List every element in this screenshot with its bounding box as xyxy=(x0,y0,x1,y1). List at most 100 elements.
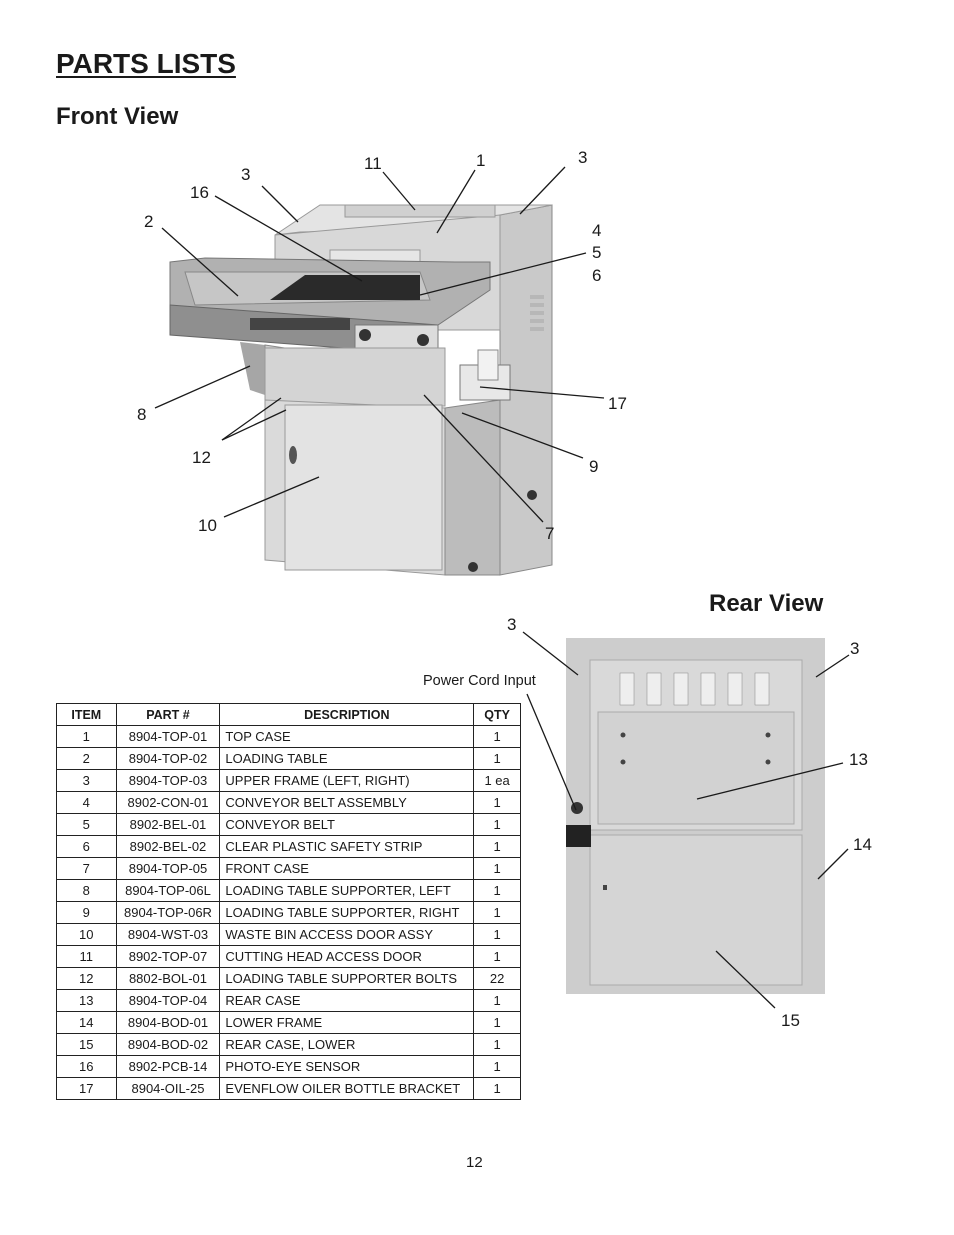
table-header-row: ITEM PART # DESCRIPTION QTY xyxy=(56,703,521,726)
rear-callout-3-left: 3 xyxy=(507,615,517,634)
cell-qty: 1 xyxy=(473,879,521,902)
cell-qty: 1 xyxy=(473,725,521,748)
cell-part-number: 8904-TOP-02 xyxy=(115,747,221,770)
cell-part-number: 8904-WST-03 xyxy=(115,923,221,946)
rear-view-heading: Rear View xyxy=(709,590,824,617)
cell-qty: 1 xyxy=(473,813,521,836)
cell-part-number: 8904-TOP-03 xyxy=(115,769,221,792)
cell-qty: 1 xyxy=(473,791,521,814)
cell-description: LOADING TABLE xyxy=(219,747,475,770)
cell-description: CONVEYOR BELT xyxy=(219,813,475,836)
cell-qty: 1 xyxy=(473,747,521,770)
callout-6: 6 xyxy=(592,266,602,285)
cell-part-number: 8802-BOL-01 xyxy=(115,967,221,990)
cell-description: CUTTING HEAD ACCESS DOOR xyxy=(219,945,475,968)
callout-2: 2 xyxy=(144,212,154,231)
callout-5: 5 xyxy=(592,243,602,262)
cell-item: 9 xyxy=(56,901,117,924)
cell-qty: 1 xyxy=(473,945,521,968)
callout-4: 4 xyxy=(592,221,602,240)
callout-10: 10 xyxy=(198,516,217,535)
cell-part-number: 8904-TOP-06L xyxy=(115,879,221,902)
cell-item: 8 xyxy=(56,879,117,902)
cell-qty: 1 xyxy=(473,923,521,946)
cell-item: 17 xyxy=(56,1077,117,1100)
cell-item: 6 xyxy=(56,835,117,858)
rear-callout-3-right: 3 xyxy=(850,639,860,658)
cell-qty: 1 xyxy=(473,1011,521,1034)
rear-callout-14: 14 xyxy=(853,835,872,854)
cell-item: 7 xyxy=(56,857,117,880)
cell-part-number: 8902-CON-01 xyxy=(115,791,221,814)
cell-qty: 1 xyxy=(473,1077,521,1100)
cell-part-number: 8904-TOP-01 xyxy=(115,725,221,748)
cell-item: 3 xyxy=(56,769,117,792)
cell-description: REAR CASE, LOWER xyxy=(219,1033,475,1056)
cell-description: FRONT CASE xyxy=(219,857,475,880)
cell-description: LOADING TABLE SUPPORTER BOLTS xyxy=(219,967,475,990)
cell-part-number: 8902-BEL-01 xyxy=(115,813,221,836)
cell-part-number: 8904-BOD-02 xyxy=(115,1033,221,1056)
page-title: PARTS LISTS xyxy=(56,48,236,79)
power-cord-label: Power Cord Input xyxy=(423,673,536,689)
front-view-heading: Front View xyxy=(56,103,179,130)
cell-description: LOWER FRAME xyxy=(219,1011,475,1034)
page-number: 12 xyxy=(466,1154,483,1171)
callout-12: 12 xyxy=(192,448,211,467)
cell-description: WASTE BIN ACCESS DOOR ASSY xyxy=(219,923,475,946)
cell-description: UPPER FRAME (LEFT, RIGHT) xyxy=(219,769,475,792)
cell-description: REAR CASE xyxy=(219,989,475,1012)
header-item: ITEM xyxy=(56,703,117,726)
header-qty: QTY xyxy=(473,703,521,726)
header-part-number: PART # xyxy=(115,703,221,726)
cell-description: PHOTO-EYE SENSOR xyxy=(219,1055,475,1078)
rear-callout-15: 15 xyxy=(781,1011,800,1030)
cell-qty: 1 ea xyxy=(473,769,521,792)
callout-7: 7 xyxy=(545,524,555,543)
callout-8: 8 xyxy=(137,405,147,424)
cell-description: CLEAR PLASTIC SAFETY STRIP xyxy=(219,835,475,858)
cell-part-number: 8904-OIL-25 xyxy=(115,1077,221,1100)
cell-description: CONVEYOR BELT ASSEMBLY xyxy=(219,791,475,814)
cell-part-number: 8904-TOP-05 xyxy=(115,857,221,880)
cell-item: 4 xyxy=(56,791,117,814)
cell-item: 13 xyxy=(56,989,117,1012)
cell-item: 14 xyxy=(56,1011,117,1034)
cell-qty: 1 xyxy=(473,1055,521,1078)
cell-item: 5 xyxy=(56,813,117,836)
cell-description: LOADING TABLE SUPPORTER, LEFT xyxy=(219,879,475,902)
cell-description: EVENFLOW OILER BOTTLE BRACKET xyxy=(219,1077,475,1100)
cell-item: 2 xyxy=(56,747,117,770)
cell-item: 1 xyxy=(56,725,117,748)
cell-item: 11 xyxy=(56,945,117,968)
callout-1: 1 xyxy=(476,151,486,170)
cell-part-number: 8904-BOD-01 xyxy=(115,1011,221,1034)
cell-qty: 1 xyxy=(473,989,521,1012)
cell-part-number: 8902-TOP-07 xyxy=(115,945,221,968)
cell-qty: 1 xyxy=(473,1033,521,1056)
cell-item: 12 xyxy=(56,967,117,990)
cell-description: TOP CASE xyxy=(219,725,475,748)
cell-item: 15 xyxy=(56,1033,117,1056)
callout-16: 16 xyxy=(190,183,209,202)
cell-part-number: 8904-TOP-06R xyxy=(115,901,221,924)
callout-3-top-right: 3 xyxy=(578,148,588,167)
callout-9: 9 xyxy=(589,457,599,476)
